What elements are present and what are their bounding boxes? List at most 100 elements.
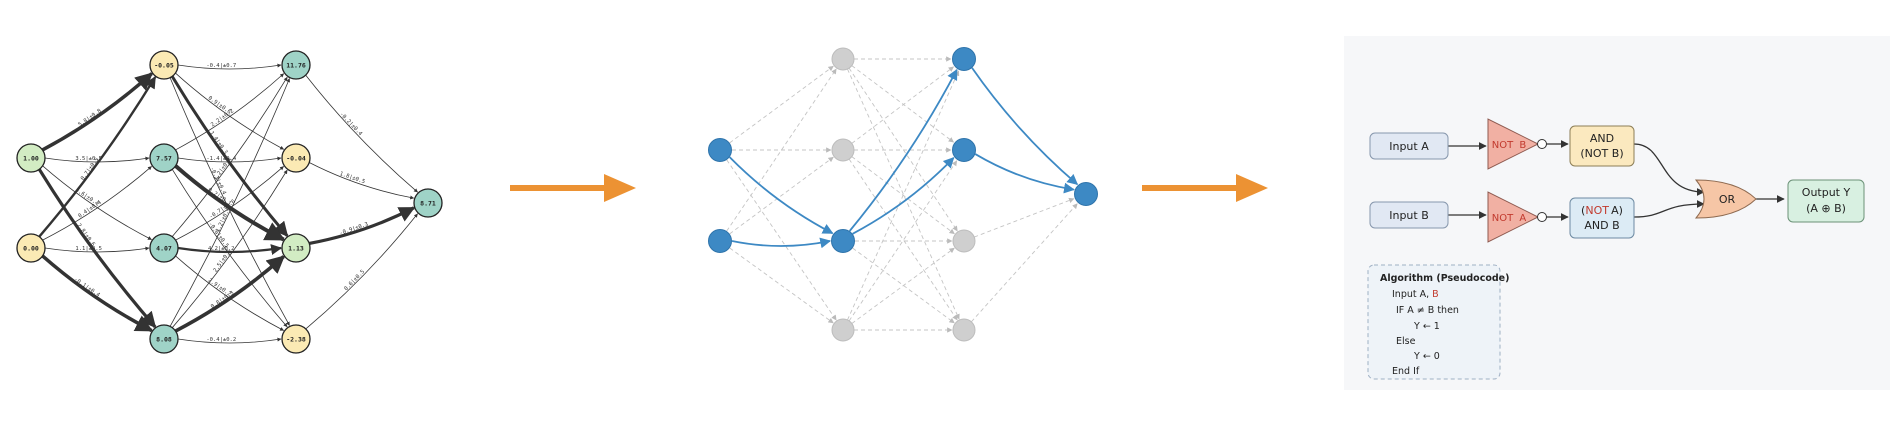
inactive-node [952, 229, 976, 253]
weighted-edge [42, 165, 152, 240]
active-node [952, 47, 976, 71]
weighted-edge [175, 255, 285, 331]
weighted-edge [175, 72, 285, 150]
weighted-node: -0.05 [149, 50, 179, 80]
not-a-and-b-line2: AND B [1584, 219, 1619, 232]
not-a-gate-var: A [1519, 213, 1526, 224]
input-a-box: Input A [1369, 132, 1449, 160]
inactive-edge [971, 203, 1078, 323]
pseudocode-line1-prefix: Input A, [1392, 289, 1432, 300]
inactive-edge [847, 70, 960, 321]
weighted-node: 4.07 [149, 233, 179, 263]
node-value: 7.57 [156, 155, 172, 163]
inactive-edge [729, 247, 834, 324]
edge-weight-label: 4.2|±0.2 [208, 246, 235, 252]
pseudocode-line5: Y ← 0 [1413, 351, 1440, 362]
or-gate: OR [1694, 179, 1757, 219]
inactive-edge [848, 158, 958, 321]
node-value: 0.00 [23, 245, 39, 253]
inactive-edge [847, 68, 960, 320]
output-y-line1: Output Y [1802, 186, 1851, 199]
input-a-label: Input A [1389, 140, 1429, 153]
weighted-edge [171, 169, 288, 328]
weighted-edge [174, 255, 285, 333]
node-value: -0.05 [154, 62, 174, 70]
node-value: 1.00 [23, 155, 39, 163]
active-path-edge [971, 67, 1079, 186]
edge-weight-label: 2.8|±0.6 [75, 223, 96, 248]
inactive-edge [974, 197, 1075, 238]
weighted-node: -0.04 [281, 143, 311, 173]
active-path-edge [974, 153, 1075, 194]
active-node [831, 229, 855, 253]
weighted-network-edges [37, 63, 418, 344]
weighted-edge [305, 74, 418, 193]
weighted-edge [309, 162, 415, 200]
edge-weight-label: -0.2|±0.4 [338, 111, 363, 137]
weighted-edge [177, 244, 283, 255]
weighted-node: 0.00 [16, 233, 46, 263]
edge-weight-label: 3.5|±0.5 [75, 156, 102, 162]
inactive-node [831, 318, 855, 342]
weighted-node: 11.76 [281, 50, 311, 80]
inactive-node [831, 138, 855, 162]
output-y-box: Output Y (A ⊕ B) [1787, 179, 1865, 223]
weighted-edge [308, 206, 416, 246]
weighted-edge [177, 337, 282, 344]
node-value: -2.38 [286, 336, 306, 344]
svg-text:NOT B: NOT B [1492, 140, 1527, 151]
pseudocode-line6: End If [1392, 366, 1420, 377]
not-a-and-b-open: ( [1581, 204, 1585, 217]
weighted-edge [305, 213, 418, 330]
weighted-edge [177, 63, 282, 70]
inactive-edge [729, 65, 834, 144]
pseudocode-line2: IF A ≠ B then [1396, 305, 1459, 316]
inactive-edge [726, 159, 837, 321]
logic-circuit-panel: Input A Input B NOT B NOT A [1344, 36, 1890, 390]
weighted-node: 1.13 [281, 233, 311, 263]
not-b-gate: NOT B [1487, 118, 1547, 170]
weighted-edge [41, 72, 154, 152]
weighted-edge [175, 73, 285, 151]
and-not-b-box: AND (NOT B) [1569, 125, 1635, 167]
weighted-edge [44, 246, 150, 253]
output-y-line2: (A ⊕ B) [1806, 202, 1846, 215]
pseudocode-line3: Y ← 1 [1413, 321, 1440, 332]
pseudocode-title: Algorithm (Pseudocode) [1380, 273, 1509, 284]
node-value: 4.07 [156, 245, 172, 253]
inactive-edge [851, 65, 955, 143]
active-node [1074, 182, 1098, 206]
not-a-and-b-close: A) [1611, 204, 1623, 217]
transition-arrow-2 [1142, 174, 1268, 202]
active-node [708, 229, 732, 253]
weighted-network-panel: 5.8|±0.83.5|±0.55.6|±0.42.8|±0.60.7|±0.5… [16, 50, 443, 354]
node-value: 11.76 [286, 62, 306, 70]
weighted-node: 7.57 [149, 143, 179, 173]
inactive-edge [726, 68, 837, 232]
weighted-edge [177, 156, 282, 163]
node-value: 1.13 [288, 245, 304, 253]
weighted-edge [171, 76, 288, 237]
active-path-edge [852, 157, 955, 235]
inactive-edge [851, 66, 955, 144]
weighted-edge [169, 78, 290, 327]
wire-and2-to-or [1633, 200, 1705, 218]
wire-and1-to-or [1633, 143, 1705, 196]
edge-weight-label: -1.4|±0.4 [206, 156, 236, 162]
weighted-node: 8.71 [413, 188, 443, 218]
inactive-node [952, 318, 976, 342]
node-value: 8.08 [156, 336, 172, 344]
and-not-b-line2: (NOT B) [1580, 147, 1623, 160]
not-a-gate-op: NOT [1492, 213, 1514, 224]
input-b-label: Input B [1389, 209, 1429, 222]
logic-wires [1448, 140, 1785, 221]
edge-weight-label: 1.4|±0.3 [208, 131, 228, 156]
active-path-edge [731, 237, 832, 249]
active-node [708, 138, 732, 162]
node-value: -0.04 [286, 155, 306, 163]
edge-weight-label: 5.8|±0.8 [77, 108, 102, 128]
node-value: 8.71 [420, 200, 436, 208]
